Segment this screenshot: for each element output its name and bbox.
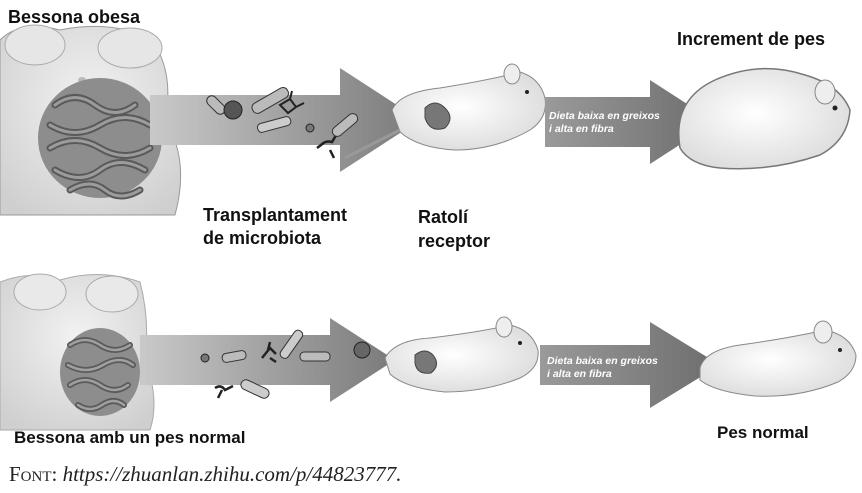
diet-arrow-top [545,80,715,164]
transplant-label-line1: Transplantament [203,205,348,225]
weight-gain-label: Increment de pes [677,29,826,49]
diet-label-bottom-line2: i alta en fibra [547,368,612,380]
recipient-mouse-bottom [384,316,539,393]
normal-weight-mouse [699,320,857,397]
source-caption: Font: https://zhuanlan.zhihu.com/p/44823… [9,462,402,487]
diet-label-top-line1: Dieta baixa en greixos [549,110,660,122]
obese-mouse [678,67,851,170]
recipient-mouse-label-line2: receptor [418,231,491,251]
obese-twin-gut [38,78,162,200]
transplant-arrow-bottom [140,318,395,402]
microbes-bottom [200,329,371,399]
diet-arrow-bottom [540,322,720,408]
source-prefix: Font: [9,462,58,486]
normal-twin-gut [60,328,140,416]
diet-label-bottom-line1: Dieta baixa en greixos [547,355,658,367]
transplant-label-line2: de microbiota [203,228,322,248]
microbes-top [206,86,359,159]
source-url[interactable]: https://zhuanlan.zhihu.com/p/44823777. [62,462,402,486]
diet-label-top-line2: i alta en fibra [549,123,614,135]
recipient-mouse-top [344,63,546,160]
microbiota-diagram: Bessona obesa Increment de pes Dieta bai… [0,7,857,447]
recipient-mouse-label-line1: Ratolí [418,207,469,227]
normal-twin-label: Bessona amb un pes normal [14,428,246,447]
normal-weight-label: Pes normal [717,423,809,442]
obese-twin-label: Bessona obesa [8,7,141,27]
